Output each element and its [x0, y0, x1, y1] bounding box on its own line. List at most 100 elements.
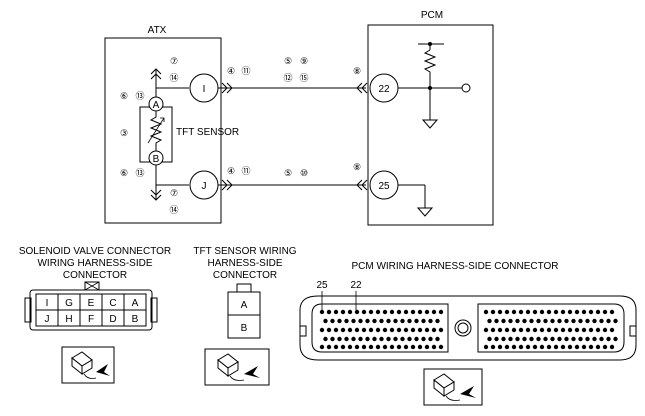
pull-up-resistor — [423, 49, 437, 88]
sensor-pin-a-label: A — [153, 100, 160, 111]
pcm-pin-dot — [588, 309, 594, 315]
pcm-pin-dot — [585, 336, 590, 342]
pcm-pin-dot — [585, 318, 590, 324]
pcm-connector-title: PCM WIRING HARNESS-SIDE CONNECTOR — [351, 261, 558, 272]
ref-13b: ⑬ — [135, 168, 144, 178]
pcm-pin-dot — [389, 327, 395, 333]
pcm-pin-dot — [490, 327, 496, 333]
solenoid-connector-body — [29, 289, 153, 331]
pcm-pin-dot — [518, 327, 524, 333]
pcm-pin-dot — [553, 344, 559, 350]
solenoid-pin-g: G — [65, 298, 73, 309]
pcm-pin-dot — [375, 309, 381, 315]
pcm-pin-dot — [379, 318, 384, 324]
pcm-module: PCM — [367, 10, 494, 226]
pcm-pin-label-25: 25 — [316, 280, 328, 291]
ref-14a: ⑭ — [169, 73, 178, 83]
pcm-pin-dot — [567, 344, 573, 350]
pcm-pin-dot — [602, 344, 608, 350]
pcm-pin-dot — [497, 344, 503, 350]
pcm-pin-dot — [337, 318, 342, 324]
pcm-pin-dot — [532, 327, 538, 333]
pcm-pin-dot — [379, 336, 384, 342]
pcm-pin-dot — [525, 344, 531, 350]
pcm-pin-dot — [483, 309, 489, 315]
pcm-pin-dot — [319, 344, 325, 350]
pcm-pin-dot — [347, 344, 353, 350]
ref-7b: ⑦ — [170, 188, 178, 198]
pcm-pin-dot — [501, 336, 506, 342]
pcm-pin-dot — [319, 327, 325, 333]
pcm-connector-body — [299, 295, 637, 361]
pcm-pin-dot — [529, 318, 534, 324]
pcm-pin-dot — [407, 318, 412, 324]
pcm-pin-dot — [511, 309, 517, 315]
pcm-pin-dot — [595, 344, 601, 350]
pcm-pin-dot — [550, 318, 555, 324]
pcm-pin-dot — [522, 336, 527, 342]
pcm-pin-dot — [344, 318, 349, 324]
pcm-pin-dot — [330, 318, 335, 324]
pcm-pin-dot — [323, 318, 328, 324]
pcm-pin-dot — [333, 344, 339, 350]
pcm-pin-dot — [595, 327, 601, 333]
ref-11b: ⑪ — [241, 166, 250, 176]
connector-view-icon — [204, 348, 270, 386]
pcm-box — [367, 24, 494, 226]
pcm-pin-dot — [435, 336, 440, 342]
solenoid-title-1: SOLENOID VALVE CONNECTOR — [19, 246, 171, 257]
pcm-pin-dot — [421, 336, 426, 342]
atx-label: ATX — [148, 25, 167, 36]
pcm-pin-dot — [407, 336, 412, 342]
pcm-pin-dot — [515, 336, 520, 342]
pcm-pin-dot — [553, 309, 559, 315]
pcm-pin-dot — [525, 327, 531, 333]
pcm-pin-dot — [564, 318, 569, 324]
pcm-pin-dot — [368, 327, 374, 333]
pcm-pin-dot — [386, 318, 391, 324]
pcm-connector-view: PCM WIRING HARNESS-SIDE CONNECTOR 25 22 — [299, 261, 637, 406]
pcm-pin-dot — [532, 309, 538, 315]
pcm-pin-dot — [333, 309, 339, 315]
pcm-pin-dot — [330, 336, 335, 342]
pcm-pin-dot — [543, 336, 548, 342]
solenoid-pin-f: F — [88, 314, 94, 325]
pcm-pin-dot — [372, 318, 377, 324]
pcm-pin-dot — [511, 344, 517, 350]
pcm-pin-dot — [375, 344, 381, 350]
pcm-pin-dot — [536, 336, 541, 342]
pcm-pin-dot — [319, 309, 325, 315]
ref-6a: ⑥ — [120, 91, 128, 101]
pcm-pin-dot — [483, 327, 489, 333]
pcm-terminal-25-label: 25 — [378, 181, 390, 192]
pcm-pin-dot — [578, 336, 583, 342]
pcm-pin-dot — [438, 327, 444, 333]
pcm-pin-dot — [417, 344, 423, 350]
pcm-pin-dot — [410, 327, 416, 333]
pcm-pin-dot — [546, 309, 552, 315]
atx-module: ATX — [104, 25, 222, 224]
pcm-pin-dot — [504, 344, 510, 350]
ref-5b: ⑤ — [284, 168, 292, 178]
pcm-pin-dot — [410, 344, 416, 350]
tft-sensor: A B TFT SENSOR — [139, 68, 239, 201]
pcm-pin-dot — [365, 336, 370, 342]
pcm-pin-dot — [323, 336, 328, 342]
pcm-pin-dot — [511, 327, 517, 333]
pcm-pin-dot — [571, 336, 576, 342]
pcm-terminal-25: 25 — [369, 170, 434, 217]
pcm-pin-dot — [518, 344, 524, 350]
pcm-pin-dot — [550, 336, 555, 342]
pcm-terminal-22-label: 22 — [378, 84, 390, 95]
solenoid-title-2: WIRING HARNESS-SIDE — [37, 258, 152, 269]
pcm-pin-dot — [368, 344, 374, 350]
pcm-pin-dot — [396, 309, 402, 315]
pcm-label: PCM — [421, 10, 443, 21]
solenoid-pin-c: C — [109, 298, 116, 309]
signal-output-node — [461, 83, 471, 93]
pcm-pin-dot — [592, 318, 597, 324]
pcm-pin-dot — [539, 327, 545, 333]
pcm-pin-dot — [372, 336, 377, 342]
pcm-pin-dot — [599, 318, 604, 324]
